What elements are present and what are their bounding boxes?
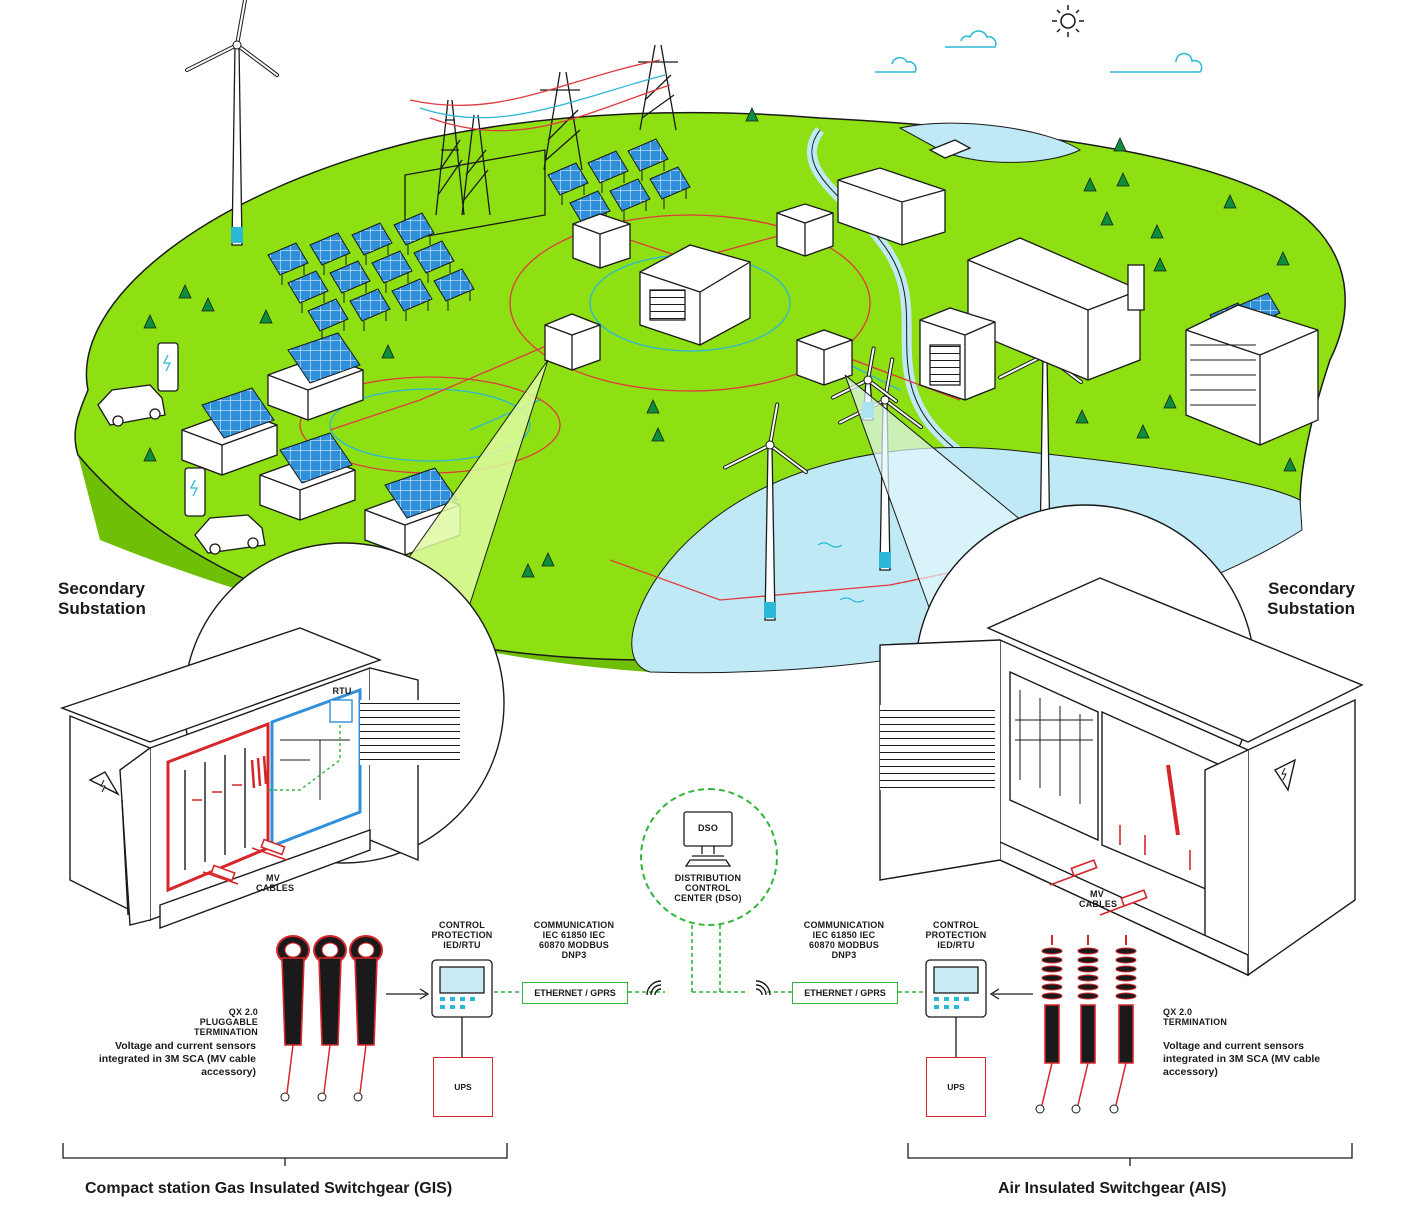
solar-panel-icon [371, 250, 413, 293]
tree-icon [1100, 211, 1114, 226]
solar-panel-icon [287, 270, 329, 313]
office-building-icon [1185, 304, 1319, 446]
tree-icon [201, 297, 215, 312]
solar-panel-icon [391, 278, 433, 321]
control-protection-right-label: CONTROL PROTECTION IED/RTU [925, 920, 987, 950]
mv-cable-right [1049, 859, 1148, 916]
ups-left: UPS [433, 1057, 493, 1117]
ied-rtu-right [925, 959, 987, 1018]
wind-turbine-icon [723, 402, 808, 621]
solar-panel-icon [609, 178, 651, 221]
tree-icon [1276, 251, 1290, 266]
solar-panel-icon [349, 288, 391, 331]
tree-icon [1113, 137, 1127, 152]
tree-icon [541, 552, 555, 567]
dso-label: DSO [697, 823, 719, 833]
tree-icon [143, 314, 157, 329]
ethernet-gprs-right: ETHERNET / GPRS [792, 982, 898, 1004]
solar-panel-icon [267, 242, 309, 285]
communication-left-label: COMMUNICATION IEC 61850 IEC 60870 MODBUS… [533, 920, 615, 960]
tree-icon [1223, 194, 1237, 209]
tree-icon [143, 447, 157, 462]
footer-ais-title: Air Insulated Switchgear (AIS) [998, 1180, 1227, 1197]
solar-panel-icon [413, 240, 455, 283]
footer-gis-title: Compact station Gas Insulated Switchgear… [85, 1180, 453, 1197]
solar-panel-icon [649, 166, 691, 209]
solar-farm [267, 138, 1281, 345]
secondary-substation-left-label: Secondary Substation [58, 579, 146, 618]
factory-icon [837, 139, 1145, 401]
sensors-right-text: Voltage and current sensors integrated i… [1163, 1040, 1321, 1078]
tree-icon [381, 344, 395, 359]
cable-termination-icon [349, 935, 383, 1102]
control-protection-left-label: CONTROL PROTECTION IED/RTU [431, 920, 493, 950]
cable-termination-icon [1071, 935, 1099, 1114]
cable-termination-icon [1109, 935, 1137, 1114]
footer-brackets [62, 1143, 1353, 1166]
mv-cables-right-label: MV CABLES [1079, 889, 1118, 909]
qx-pluggable-termination-label: QX 2.0 PLUGGABLE TERMINATION [193, 1007, 258, 1037]
tree-icon [745, 107, 759, 122]
lake [898, 122, 1081, 163]
ethernet-gprs-left: ETHERNET / GPRS [522, 982, 628, 1004]
solar-panel-icon [627, 138, 669, 181]
ups-right: UPS [926, 1057, 986, 1117]
distribution-control-center-label: DISTRIBUTION CONTROL CENTER (DSO) [674, 873, 742, 903]
house-icon [267, 332, 364, 421]
solar-panel-icon [329, 260, 371, 303]
solar-panel-icon [351, 222, 393, 265]
tree-icon [1283, 457, 1297, 472]
house-icon [259, 432, 356, 521]
tree-icon [651, 427, 665, 442]
louver-panel-left [360, 700, 460, 765]
solar-panel-icon [307, 298, 349, 341]
solar-panel-icon [433, 268, 475, 311]
cable-termination-icon [313, 935, 347, 1102]
qx-termination-label: QX 2.0 TERMINATION [1163, 1007, 1228, 1027]
tree-icon [646, 399, 660, 414]
zoom-cone-left [399, 359, 549, 636]
mv-cables-left-label: MV CABLES [256, 873, 295, 893]
solar-panel-icon [547, 162, 589, 205]
solar-panel-icon [587, 150, 629, 193]
tree-icon [1163, 394, 1177, 409]
mv-cable-left [202, 838, 288, 885]
solar-panel-icon [393, 212, 435, 255]
car-icon [97, 384, 266, 555]
secondary-substation-right-label: Secondary Substation [1267, 579, 1355, 618]
communication-right-label: COMMUNICATION IEC 61850 IEC 60870 MODBUS… [803, 920, 885, 960]
control-building [639, 244, 751, 346]
louver-panel-right [880, 705, 995, 790]
wifi-signal-icon [646, 980, 771, 996]
solar-panel-icon [309, 232, 351, 275]
transformer-kiosk-icon [544, 203, 853, 386]
ev-charger-icon [157, 342, 206, 517]
tree-icon [1083, 177, 1097, 192]
connection-lines [386, 920, 1033, 1058]
cloud-icon [875, 30, 1203, 73]
dso-control-center [640, 788, 778, 926]
tree-icon [143, 107, 1297, 578]
tree-icon [1116, 172, 1130, 187]
tree-icon [259, 309, 273, 324]
ais-cabinet [879, 577, 1364, 977]
cable-termination-icon [276, 935, 310, 1102]
tree-icon [1150, 224, 1164, 239]
transmission-tower-icon [404, 44, 678, 241]
cable-termination-icon [1035, 935, 1063, 1114]
tree-icon [1075, 409, 1089, 424]
rtu-label: RTU [332, 686, 352, 696]
sun-icon [1052, 5, 1084, 37]
tree-icon [1153, 257, 1167, 272]
tree-icon [521, 563, 535, 578]
termination-accessories [276, 935, 1137, 1114]
tree-icon [1136, 424, 1150, 439]
tree-icon [178, 284, 192, 299]
wind-turbine-icon [185, 0, 279, 246]
sensors-left-text: Voltage and current sensors integrated i… [98, 1040, 256, 1078]
house-icon [181, 387, 278, 476]
